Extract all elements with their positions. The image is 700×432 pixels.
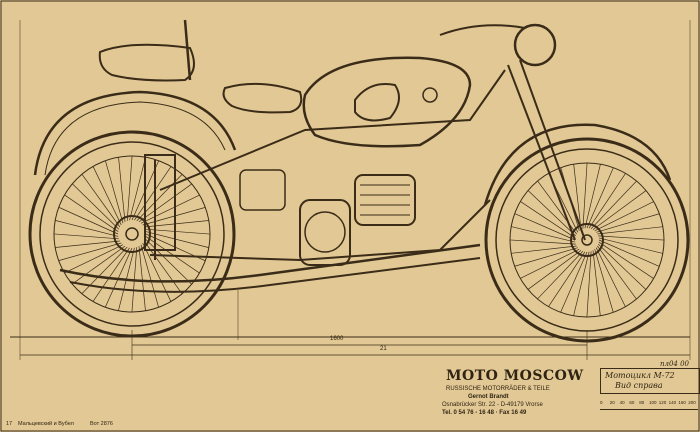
length-dimension: 1600 bbox=[330, 336, 344, 342]
model-label-line1: Мотоцикл М-72 bbox=[605, 371, 675, 380]
page-number: 17 bbox=[6, 421, 13, 427]
fuel-tank bbox=[302, 56, 472, 148]
scale-mark: 0 bbox=[600, 400, 603, 405]
footer-mid: Вот 2876 bbox=[90, 421, 113, 427]
exhaust-pipe bbox=[59, 243, 481, 283]
footer-left: Мальцевский и Вубел bbox=[18, 421, 74, 427]
address: Osnabrücker Str. 22 - D-49179 Vrorse bbox=[442, 402, 543, 408]
scale-mark: 140 bbox=[668, 400, 677, 405]
brand-name: MOTO MOSCOW bbox=[446, 368, 584, 384]
owner-name: Gernot Brandt bbox=[468, 394, 509, 400]
scale-mark: 40 bbox=[619, 400, 625, 405]
scale-mark: 160 bbox=[678, 400, 686, 405]
rear-suspension bbox=[144, 154, 176, 251]
scale-mark: 80 bbox=[639, 400, 645, 405]
handlebar bbox=[439, 24, 526, 36]
headlight bbox=[513, 23, 557, 67]
scale-mark: 20 bbox=[609, 400, 615, 405]
front-wheel bbox=[484, 137, 690, 343]
frame-bottom bbox=[149, 199, 491, 262]
total-dimension: 21 bbox=[380, 346, 387, 352]
passenger-handle bbox=[183, 19, 192, 81]
tank-badge bbox=[354, 83, 400, 122]
model-label-box: Мотоцикл М-72 Вид справа bbox=[600, 368, 700, 394]
front-seat bbox=[222, 82, 303, 114]
scale-mark: 60 bbox=[629, 400, 635, 405]
title-block: MOTO MOSCOW RUSSISCHE MOTORRÄDER & TEILE… bbox=[438, 360, 700, 422]
phone: Tel. 0 54 76 - 16 48 · Fax 16 49 bbox=[442, 410, 527, 416]
engine bbox=[239, 169, 416, 266]
scale-mark: 120 bbox=[658, 400, 667, 405]
frame-top bbox=[159, 69, 506, 191]
front-fork bbox=[519, 59, 586, 241]
drawing-reference: пл04 00 bbox=[660, 360, 690, 368]
rear-fender bbox=[33, 90, 237, 176]
scale-mark: 100 bbox=[649, 400, 657, 405]
brand-subtitle: RUSSISCHE MOTORRÄDER & TEILE bbox=[446, 386, 550, 392]
scale-mark: 200 bbox=[688, 400, 696, 405]
front-fender bbox=[483, 123, 672, 206]
scale-line bbox=[600, 409, 698, 410]
rear-wheel bbox=[28, 130, 236, 338]
rear-seat bbox=[98, 43, 195, 82]
model-label-line2: Вид справа bbox=[615, 381, 663, 390]
